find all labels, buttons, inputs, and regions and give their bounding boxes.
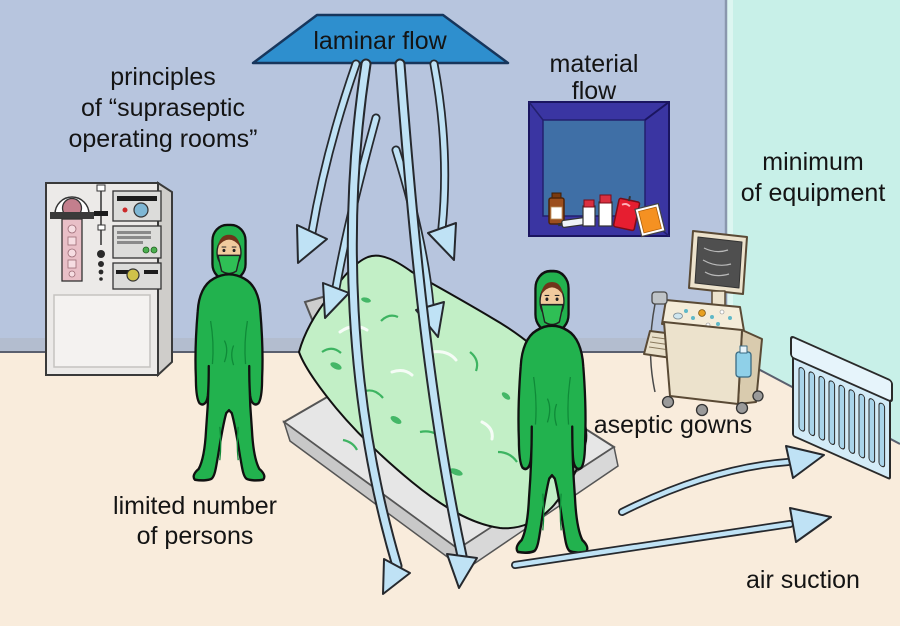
material-flow-line2: flow [572, 77, 617, 105]
right-wall-edge-highlight [727, 0, 733, 352]
medicine-bottle [548, 192, 565, 225]
monitor-module-top [112, 190, 162, 222]
cart-body-front [663, 321, 743, 405]
laminar-flow-diffuser: laminar flow [251, 13, 510, 65]
material-hatch [528, 101, 670, 238]
material-flow-label: material flow [550, 50, 639, 105]
ventilator-unit [50, 196, 94, 282]
airflow-arrow-long-right [394, 58, 478, 589]
right-wall [726, 0, 900, 444]
minimum-line1: minimum [762, 148, 863, 176]
laminar-flow-label: laminar flow [313, 27, 447, 55]
limited-line1: limited number [113, 492, 277, 520]
anesthesia-machine [45, 181, 173, 378]
blood-bag [612, 195, 641, 232]
hatch-corner-line-tl [528, 101, 544, 121]
title-line1: principles [110, 63, 216, 91]
casters [661, 390, 764, 417]
vent-slats [798, 366, 886, 468]
vial-large [598, 194, 613, 227]
minimum-line2: of equipment [741, 179, 886, 207]
limited-persons-label: limited number of persons [113, 492, 277, 550]
airflow-arrow-outer-right [427, 59, 457, 261]
airflow-arrow-outer-left [296, 59, 361, 264]
text-labels: principles of “supraseptic operating roo… [69, 50, 886, 594]
airflow-arrow-long-left [346, 58, 411, 595]
suction-arrow-lower [511, 507, 832, 569]
diffuser-trapezoid [251, 13, 510, 65]
screen-image-lines [702, 247, 732, 277]
ultrasound-cart [643, 230, 764, 417]
hatch-corner-line-tr [644, 101, 670, 121]
drape-highlights [338, 325, 494, 441]
dressing-pack [634, 202, 666, 238]
drape-shadow-spots [330, 297, 511, 476]
air-suction-vent [790, 335, 893, 480]
monitor-module-mid [112, 225, 162, 259]
machine-lower-panel [53, 294, 151, 368]
title-line2: of “supraseptic [81, 94, 245, 122]
limited-line2: of persons [137, 522, 254, 550]
title-line3: operating rooms” [69, 125, 258, 153]
title-principles: principles of “supraseptic operating roo… [69, 63, 258, 153]
ultrasound-screen [694, 236, 743, 289]
suction-arrow-upper [618, 445, 825, 516]
surgical-drape [298, 254, 588, 530]
vial-small [582, 199, 596, 227]
monitor-module-bottom [112, 262, 162, 290]
minimum-equipment-label: minimum of equipment [741, 148, 886, 207]
aseptic-gowns-label: aseptic gowns [594, 411, 752, 439]
laminar-airflow-arrows [296, 58, 478, 595]
gas-slider [94, 184, 108, 281]
vent-cap [790, 335, 893, 403]
gel-bottle [735, 345, 752, 378]
hatch-supplies [548, 192, 666, 238]
material-flow-line1: material [550, 50, 639, 78]
air-suction-label: air suction [746, 566, 860, 594]
air-suction-arrows [511, 445, 832, 569]
